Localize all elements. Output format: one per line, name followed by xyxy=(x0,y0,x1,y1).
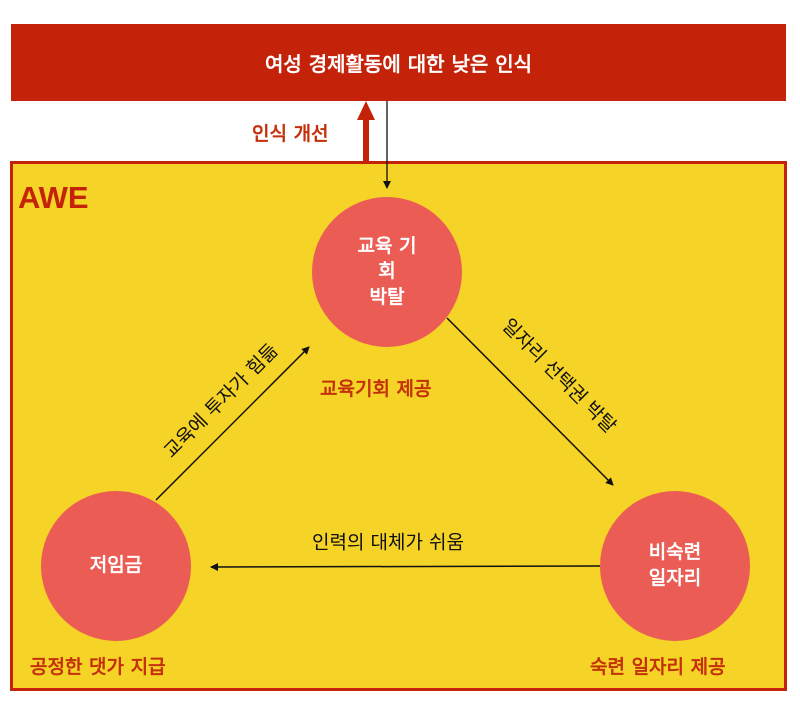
edge-label-unskilled-to-wage: 인력의 대체가 쉬움 xyxy=(312,531,464,554)
node-unskilled: 비숙련 일자리 xyxy=(600,491,750,641)
arrow-wage-to-education xyxy=(155,346,310,501)
arrow-unskilled-to-wage xyxy=(210,562,601,571)
header-title: 여성 경제활동에 대한 낮은 인식 xyxy=(264,52,533,76)
solution-education: 교육기회 제공 xyxy=(320,378,432,400)
solution-unskilled: 숙련 일자리 제공 xyxy=(590,656,726,678)
solution-low-wage: 공정한 댓가 지급 xyxy=(30,656,166,678)
awe-label: AWE xyxy=(18,180,89,215)
arrow-education-to-unskilled xyxy=(446,317,614,486)
improve-arrow xyxy=(357,101,375,162)
node-education: 교육 기 회 박탈 xyxy=(312,197,462,347)
header-banner: 여성 경제활동에 대한 낮은 인식 xyxy=(11,24,786,101)
node-low-wage: 저임금 xyxy=(41,491,191,641)
improve-label: 인식 개선 xyxy=(252,123,329,145)
